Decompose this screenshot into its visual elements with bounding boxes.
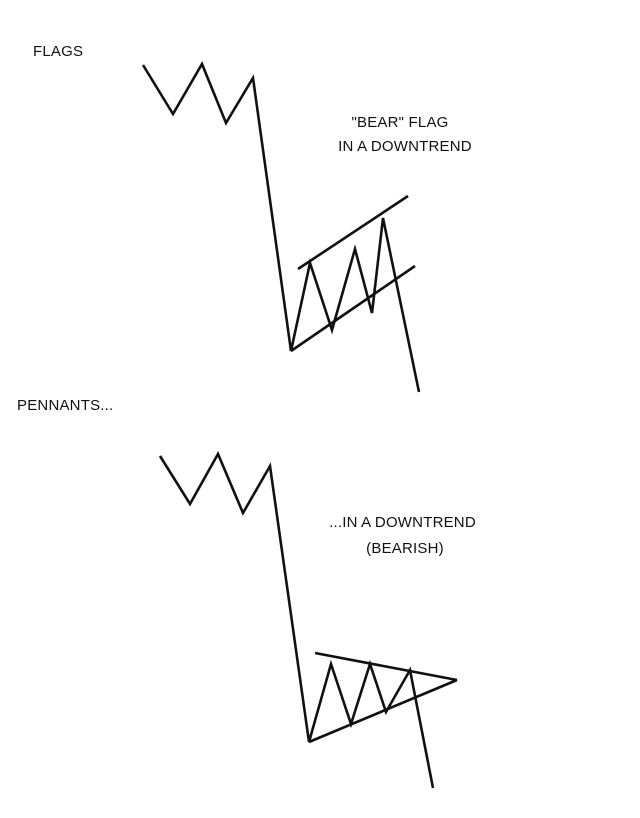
pennant-price-line [158,451,435,789]
bear-flag-caption-line1: "BEAR" FLAG [351,114,449,131]
bear-flag-upper-channel [297,194,409,271]
bear-flag-price-line [141,61,421,393]
bear-flag-lower-channel [290,264,416,353]
pennants-heading: PENNANTS... [17,397,114,414]
bear-flag-caption-line2: IN A DOWNTREND [338,138,472,155]
pennant-diagram [158,451,458,789]
pennant-lower-boundary [308,678,458,744]
pennant-caption-line1: ...IN A DOWNTREND [329,514,476,531]
pennant-upper-boundary [314,651,458,682]
bear-flag-diagram [141,61,421,393]
pennant-caption-line2: (BEARISH) [366,540,444,557]
flags-heading: FLAGS [33,43,84,60]
